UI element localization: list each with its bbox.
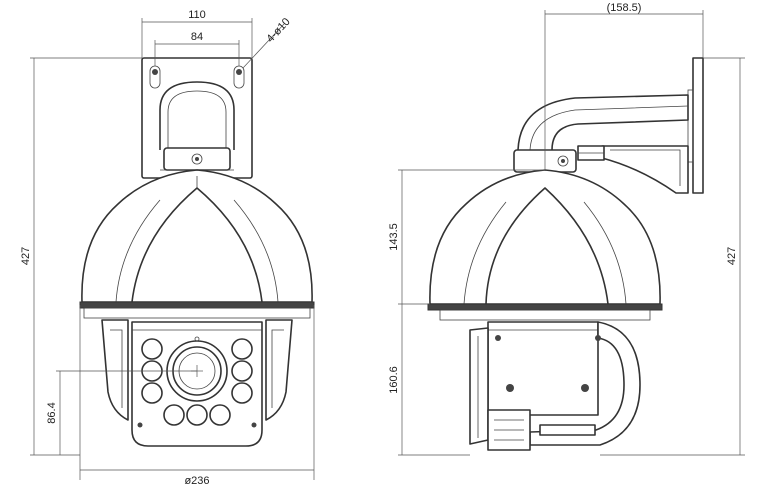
dim-front-total-height: 427 xyxy=(20,57,142,456)
label-side-total-height: 427 xyxy=(726,247,738,265)
dim-side-total-height: 427 xyxy=(600,57,745,456)
front-view: 110 84 4-ø10 427 86.4 xyxy=(20,9,315,487)
dim-side-bracket-reach: (158.5) xyxy=(544,2,704,170)
dim-front-holes: 4-ø10 xyxy=(242,16,293,69)
label-front-total-height: 427 xyxy=(20,247,32,265)
side-dome-band xyxy=(427,303,663,311)
label-side-bracket-reach: (158.5) xyxy=(607,2,642,14)
label-front-diameter: ø236 xyxy=(184,475,209,487)
side-dome-housing xyxy=(429,169,661,305)
dim-front-bracket-width: 110 xyxy=(141,9,253,58)
label-side-lower-height: 160.6 xyxy=(388,366,400,394)
dim-front-diameter: ø236 xyxy=(79,305,315,487)
front-side-arms xyxy=(101,319,129,421)
dim-front-hole-spacing: 84 xyxy=(154,31,240,66)
dim-side-lower-height: 160.6 xyxy=(388,304,470,456)
label-front-lens-height: 86.4 xyxy=(46,402,58,423)
front-mounting-holes xyxy=(149,65,245,89)
label-front-bracket-width: 110 xyxy=(188,9,206,21)
label-side-dome-height: 143.5 xyxy=(388,223,400,251)
front-dome-housing xyxy=(81,169,313,303)
dim-front-lens-height: 86.4 xyxy=(46,370,197,455)
label-front-holes: 4-ø10 xyxy=(264,16,292,45)
side-camera-body xyxy=(487,321,599,416)
dim-side-dome-height: 143.5 xyxy=(388,169,545,305)
side-view: (158.5) 143.5 160.6 427 xyxy=(388,2,745,456)
side-lens-hood xyxy=(469,327,489,445)
side-wall-plate xyxy=(692,57,704,194)
front-arm xyxy=(159,81,235,150)
front-dome-band xyxy=(79,301,315,309)
side-bracket-gusset xyxy=(601,145,689,194)
label-front-hole-spacing: 84 xyxy=(191,31,203,43)
